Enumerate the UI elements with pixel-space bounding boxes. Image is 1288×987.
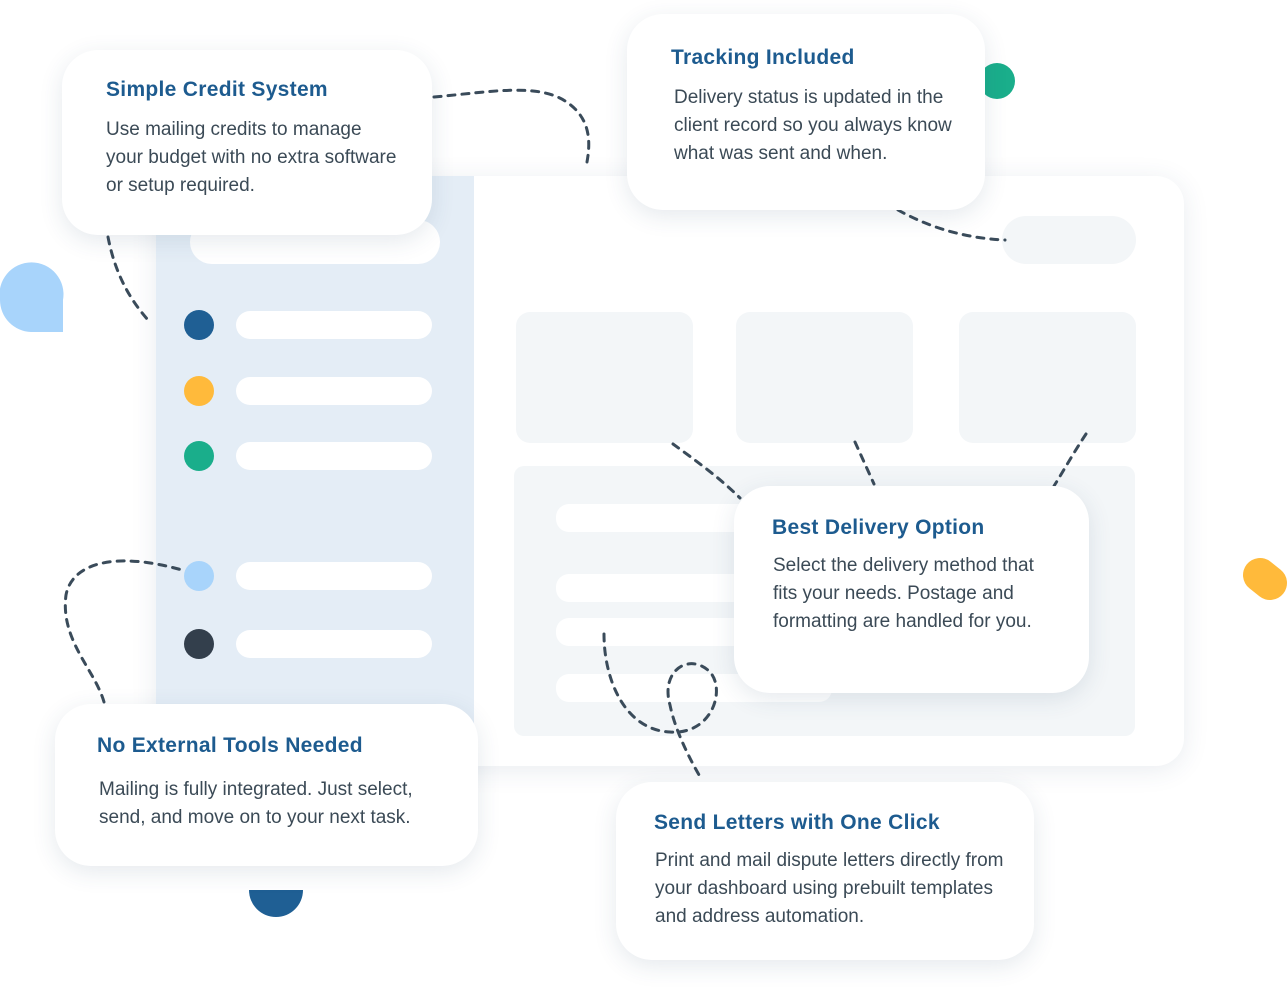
connector-tile-3 <box>1052 432 1088 488</box>
feature-card-send: Send Letters with One Click Print and ma… <box>616 782 1034 960</box>
sidebar-dot-yellow <box>184 376 214 406</box>
sidebar-item-placeholder <box>236 630 432 658</box>
light-blue-leaf-shape <box>0 262 64 332</box>
sidebar-item-placeholder <box>236 377 432 405</box>
card-title: Send Letters with One Click <box>654 811 940 834</box>
card-text: Mailing is fully integrated. Just select… <box>99 779 413 828</box>
feature-card-delivery: Best Delivery Option Select the delivery… <box>734 486 1089 693</box>
connector-tile-2 <box>853 440 876 486</box>
card-title: No External Tools Needed <box>97 734 363 757</box>
sidebar-dot-dark <box>184 629 214 659</box>
card-title: Best Delivery Option <box>772 516 985 539</box>
card-text: Delivery status is updated in the client… <box>674 87 952 164</box>
connector-credit-left <box>106 235 150 322</box>
header-pill-placeholder <box>1002 216 1136 264</box>
connector-send-loop <box>602 632 718 782</box>
content-tile-placeholder <box>516 312 693 443</box>
card-title: Tracking Included <box>671 46 855 69</box>
feature-card-tracking: Tracking Included Delivery status is upd… <box>627 14 985 210</box>
card-text: Use mailing credits to manage your budge… <box>106 119 397 196</box>
app-sidebar <box>156 176 474 766</box>
connector-tile-1 <box>671 442 742 500</box>
sidebar-dot-navy <box>184 310 214 340</box>
card-text: Print and mail dispute letters directly … <box>655 850 1004 927</box>
content-tile-placeholder <box>959 312 1136 443</box>
navy-half-circle <box>249 890 303 917</box>
sidebar-item-placeholder <box>236 562 432 590</box>
connector-external <box>63 559 184 704</box>
teal-dot <box>979 63 1015 99</box>
sidebar-dot-light-blue <box>184 561 214 591</box>
content-tile-placeholder <box>736 312 913 443</box>
sidebar-item-placeholder <box>236 442 432 470</box>
yellow-pill-shape <box>1243 558 1287 600</box>
card-title: Simple Credit System <box>106 78 328 101</box>
sidebar-item-placeholder <box>236 311 432 339</box>
sidebar-dot-teal <box>184 441 214 471</box>
feature-card-external: No External Tools Needed Mailing is full… <box>55 704 478 866</box>
connector-credit-top <box>432 88 591 164</box>
feature-card-credit: Simple Credit System Use mailing credits… <box>62 50 432 235</box>
card-text: Select the delivery method that fits you… <box>773 555 1034 632</box>
connector-tracking <box>896 208 1007 242</box>
